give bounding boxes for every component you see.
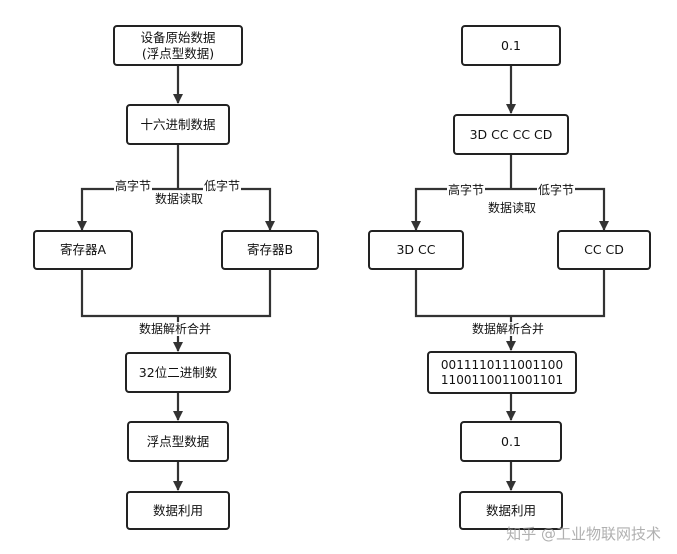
node-low-part: CC CD: [557, 230, 651, 270]
label-high-byte-left: 高字节: [114, 179, 153, 193]
label-read-right: 数据读取: [487, 201, 538, 215]
label-high-byte-right: 高字节: [447, 183, 486, 197]
merge-lines-left: [80, 270, 272, 318]
node-use-left: 数据利用: [126, 491, 230, 530]
node-float: 浮点型数据: [127, 421, 229, 462]
node-use-right: 数据利用: [459, 491, 563, 530]
merge-lines-right: [414, 270, 606, 318]
label-low-byte-right: 低字节: [537, 183, 576, 197]
node-register-a: 寄存器A: [33, 230, 133, 270]
label-read-left: 数据读取: [154, 192, 205, 206]
node-binary: 0011110111001100 1100110011001101: [427, 351, 577, 394]
watermark: 知乎 @工业物联网技术: [506, 525, 661, 543]
node-register-b: 寄存器B: [221, 230, 319, 270]
node-source-data: 设备原始数据 (浮点型数据): [113, 25, 243, 66]
node-hex-data: 十六进制数据: [126, 104, 230, 145]
label-low-byte-left: 低字节: [203, 179, 242, 193]
label-merge-left: 数据解析合并: [138, 322, 213, 336]
label-merge-right: 数据解析合并: [471, 322, 546, 336]
node-result: 0.1: [460, 421, 562, 462]
node-bin32: 32位二进制数: [125, 352, 231, 393]
node-value: 0.1: [461, 25, 561, 66]
node-hex-value: 3D CC CC CD: [453, 114, 569, 155]
node-high-part: 3D CC: [368, 230, 464, 270]
